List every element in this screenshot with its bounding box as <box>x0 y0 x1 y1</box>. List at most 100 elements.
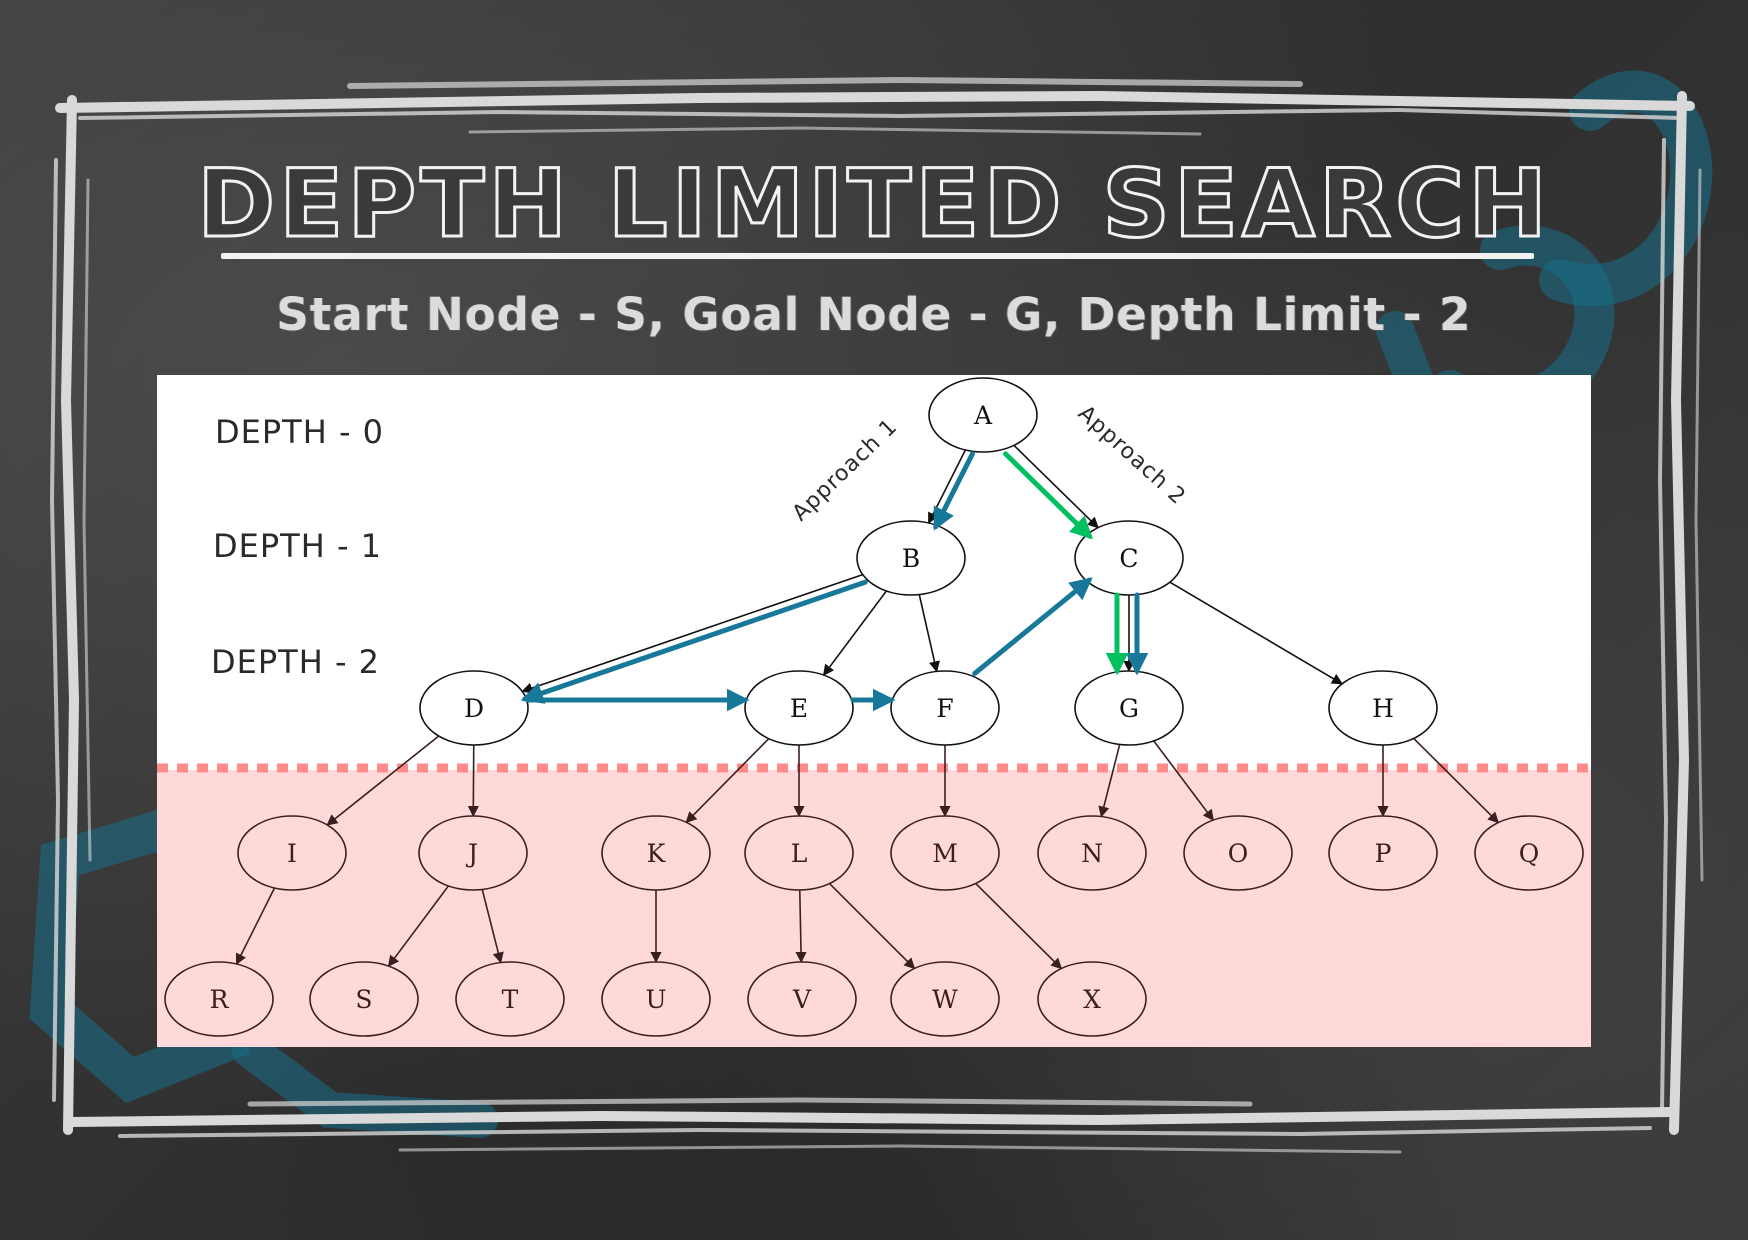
approach-1-arrow-step-b-d <box>520 579 868 704</box>
node-label: Q <box>1519 839 1540 868</box>
tree-node-k: K <box>601 815 711 891</box>
tree-node-o: O <box>1183 815 1293 891</box>
tree-node-f: F <box>890 670 1000 746</box>
node-label: F <box>936 694 953 723</box>
tree-node-r: R <box>164 961 274 1037</box>
tree-edge-j-t <box>481 889 504 964</box>
node-label: C <box>1119 544 1138 573</box>
node-ellipse <box>601 961 711 1037</box>
tree-edge-h-q <box>1413 737 1500 824</box>
node-label: K <box>647 839 667 868</box>
node-ellipse <box>1474 815 1584 891</box>
tree-node-t: T <box>455 961 565 1037</box>
node-label: R <box>210 985 230 1014</box>
node-label: E <box>790 694 808 723</box>
page-title: DEPTH LIMITED SEARCH <box>196 149 1551 261</box>
node-ellipse <box>856 520 966 596</box>
node-ellipse <box>419 670 529 746</box>
node-label: J <box>465 839 478 868</box>
node-ellipse <box>1037 815 1147 891</box>
node-ellipse <box>890 815 1000 891</box>
tree-node-c: C <box>1074 520 1184 596</box>
search-tree-diagram: DEPTH - 0 DEPTH - 1 DEPTH - 2 Approach 1… <box>157 375 1591 1047</box>
node-label: N <box>1081 839 1103 868</box>
tree-node-i: I <box>237 815 347 891</box>
node-label: A <box>973 401 993 430</box>
node-ellipse <box>309 961 419 1037</box>
tree-edges <box>235 444 1500 970</box>
node-ellipse <box>418 815 528 891</box>
page-subtitle: Start Node - S, Goal Node - G, Depth Lim… <box>276 288 1472 341</box>
title-underline <box>221 253 1534 259</box>
node-ellipse <box>928 377 1038 453</box>
tree-edge-c-h <box>1169 581 1344 685</box>
tree-node-q: Q <box>1474 815 1584 891</box>
node-ellipse <box>1328 670 1438 746</box>
node-label: X <box>1083 985 1101 1014</box>
tree-node-e: E <box>744 670 854 746</box>
node-label: B <box>902 544 920 573</box>
tree-edge-a-c <box>1013 444 1099 529</box>
node-ellipse <box>601 815 711 891</box>
tree-node-v: V <box>747 961 857 1037</box>
tree-node-h: H <box>1328 670 1438 746</box>
node-ellipse <box>1037 961 1147 1037</box>
tree-node-p: P <box>1328 815 1438 891</box>
tree-edge-b-d <box>521 573 863 694</box>
approach-2-arrow-step-a-c <box>1003 451 1093 540</box>
node-label: T <box>502 985 519 1014</box>
tree-edge-i-r <box>235 887 276 965</box>
tree-node-d: D <box>419 670 529 746</box>
tree-node-m: M <box>890 815 1000 891</box>
depth-label-0: DEPTH - 0 <box>215 413 384 451</box>
tree-edge-e-k <box>685 738 770 824</box>
traversal-paths <box>520 451 1149 712</box>
tree-edge-b-f <box>918 594 940 673</box>
tree-node-g: G <box>1074 670 1184 746</box>
node-label: O <box>1228 839 1249 868</box>
tree-node-l: L <box>744 815 854 891</box>
approach-1-arrow-step-f-c <box>972 577 1093 676</box>
tree-node-s: S <box>309 961 419 1037</box>
node-label: I <box>287 839 297 868</box>
node-ellipse <box>747 961 857 1037</box>
node-label: H <box>1372 694 1394 723</box>
tree-edge-l-v <box>795 889 807 964</box>
node-ellipse <box>1328 815 1438 891</box>
node-ellipse <box>1183 815 1293 891</box>
node-ellipse <box>164 961 274 1037</box>
tree-node-j: J <box>418 815 528 891</box>
node-ellipse <box>1074 520 1184 596</box>
node-ellipse <box>890 961 1000 1037</box>
tree-edge-g-o <box>1153 740 1214 822</box>
tree-node-b: B <box>856 520 966 596</box>
approach-1-arrow-step-a-b <box>933 451 976 531</box>
node-label: D <box>464 694 484 723</box>
tree-edge-b-e <box>822 590 888 676</box>
tree-nodes: A B C D E F G H I J K L M N O P Q R S T U V W X <box>164 377 1584 1037</box>
node-ellipse <box>455 961 565 1037</box>
node-label: P <box>1375 839 1392 868</box>
node-label: M <box>932 839 958 868</box>
depth-label-2: DEPTH - 2 <box>211 643 380 681</box>
node-label: L <box>791 839 808 868</box>
tree-node-a: A <box>928 377 1038 453</box>
tree-edge-l-w <box>828 882 916 970</box>
node-ellipse <box>237 815 347 891</box>
tree-node-x: X <box>1037 961 1147 1037</box>
node-label: V <box>792 985 812 1014</box>
node-ellipse <box>744 815 854 891</box>
node-label: G <box>1119 694 1139 723</box>
tree-edge-j-s <box>387 885 450 967</box>
tree-edge-d-i <box>326 735 440 826</box>
tree-edge-g-n <box>1098 744 1121 818</box>
node-label: U <box>645 985 666 1014</box>
diagram-panel: DEPTH - 0 DEPTH - 1 DEPTH - 2 Approach 1… <box>157 375 1591 1047</box>
depth-label-1: DEPTH - 1 <box>213 527 382 565</box>
tree-node-w: W <box>890 961 1000 1037</box>
tree-edge-m-x <box>975 882 1063 970</box>
node-label: S <box>355 985 372 1014</box>
tree-node-u: U <box>601 961 711 1037</box>
node-label: W <box>932 985 958 1014</box>
tree-node-n: N <box>1037 815 1147 891</box>
